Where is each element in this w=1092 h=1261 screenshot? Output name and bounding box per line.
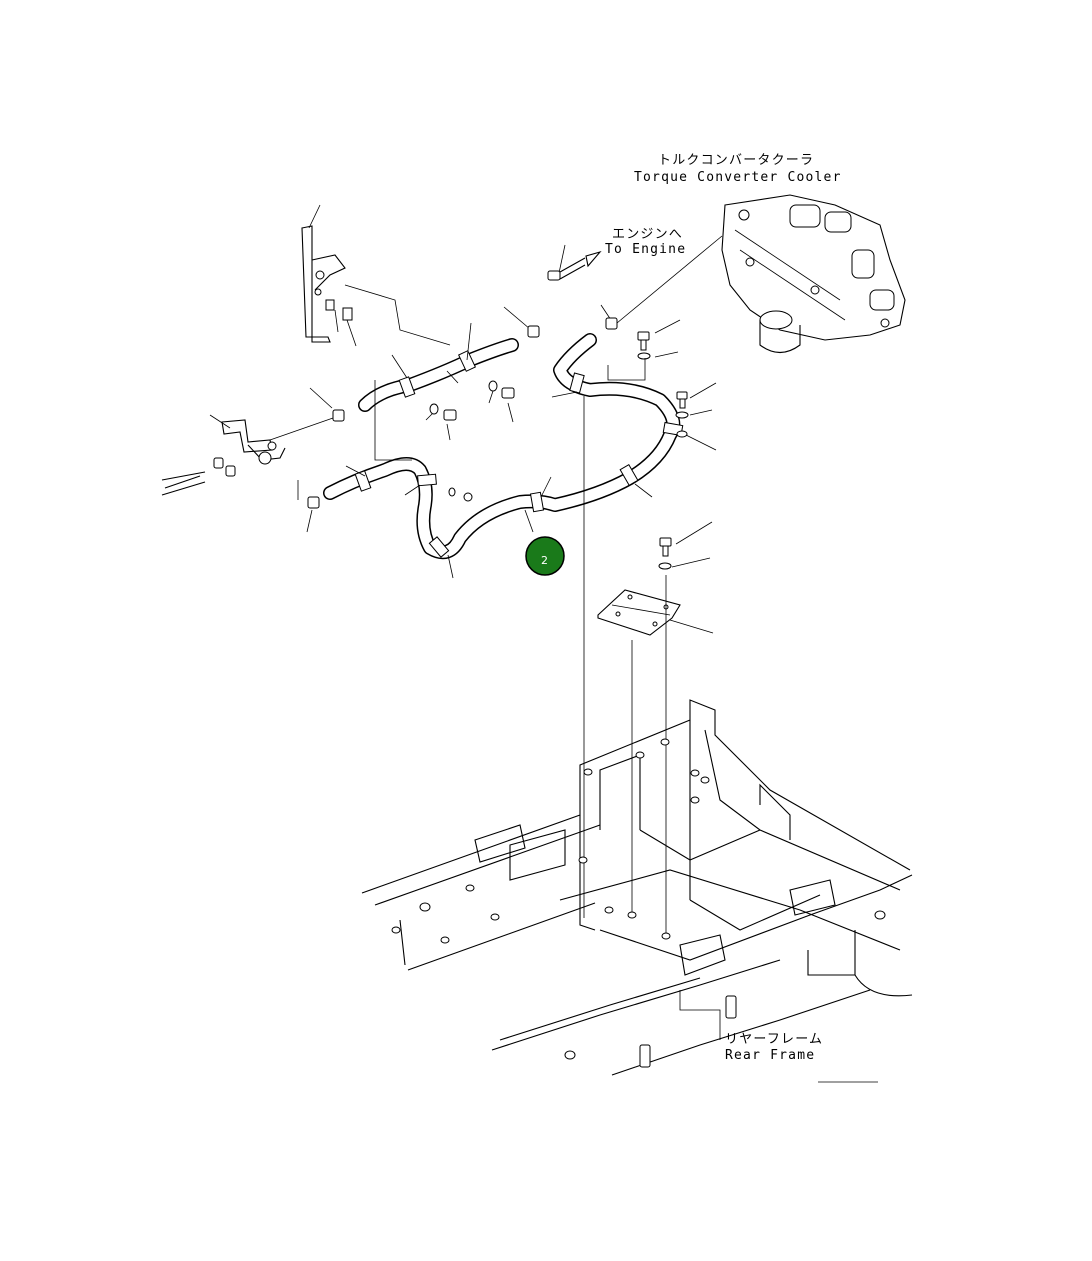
cover-plate — [597, 589, 681, 636]
hose-upper — [358, 338, 519, 412]
to-engine-label-en: To Engine — [605, 242, 686, 257]
leader-lines — [306, 244, 717, 634]
fittings — [307, 250, 689, 570]
rear-frame — [361, 699, 913, 1083]
lower-left-bracket — [161, 414, 334, 496]
rear-frame-label-en: Rear Frame — [725, 1048, 815, 1063]
torque-converter-label-en: Torque Converter Cooler — [634, 170, 842, 185]
callout-number: 2 — [541, 554, 548, 567]
torque-converter-cooler — [721, 194, 906, 354]
upper-bracket — [301, 204, 357, 347]
to-engine-label-jp: エンジンへ — [612, 227, 683, 242]
part-callout-2[interactable]: 2 — [525, 536, 565, 576]
rear-frame-label-jp: リヤーフレーム — [725, 1032, 823, 1047]
hose-lower — [323, 333, 684, 560]
torque-converter-label-jp: トルクコンバータクーラ — [658, 153, 814, 168]
